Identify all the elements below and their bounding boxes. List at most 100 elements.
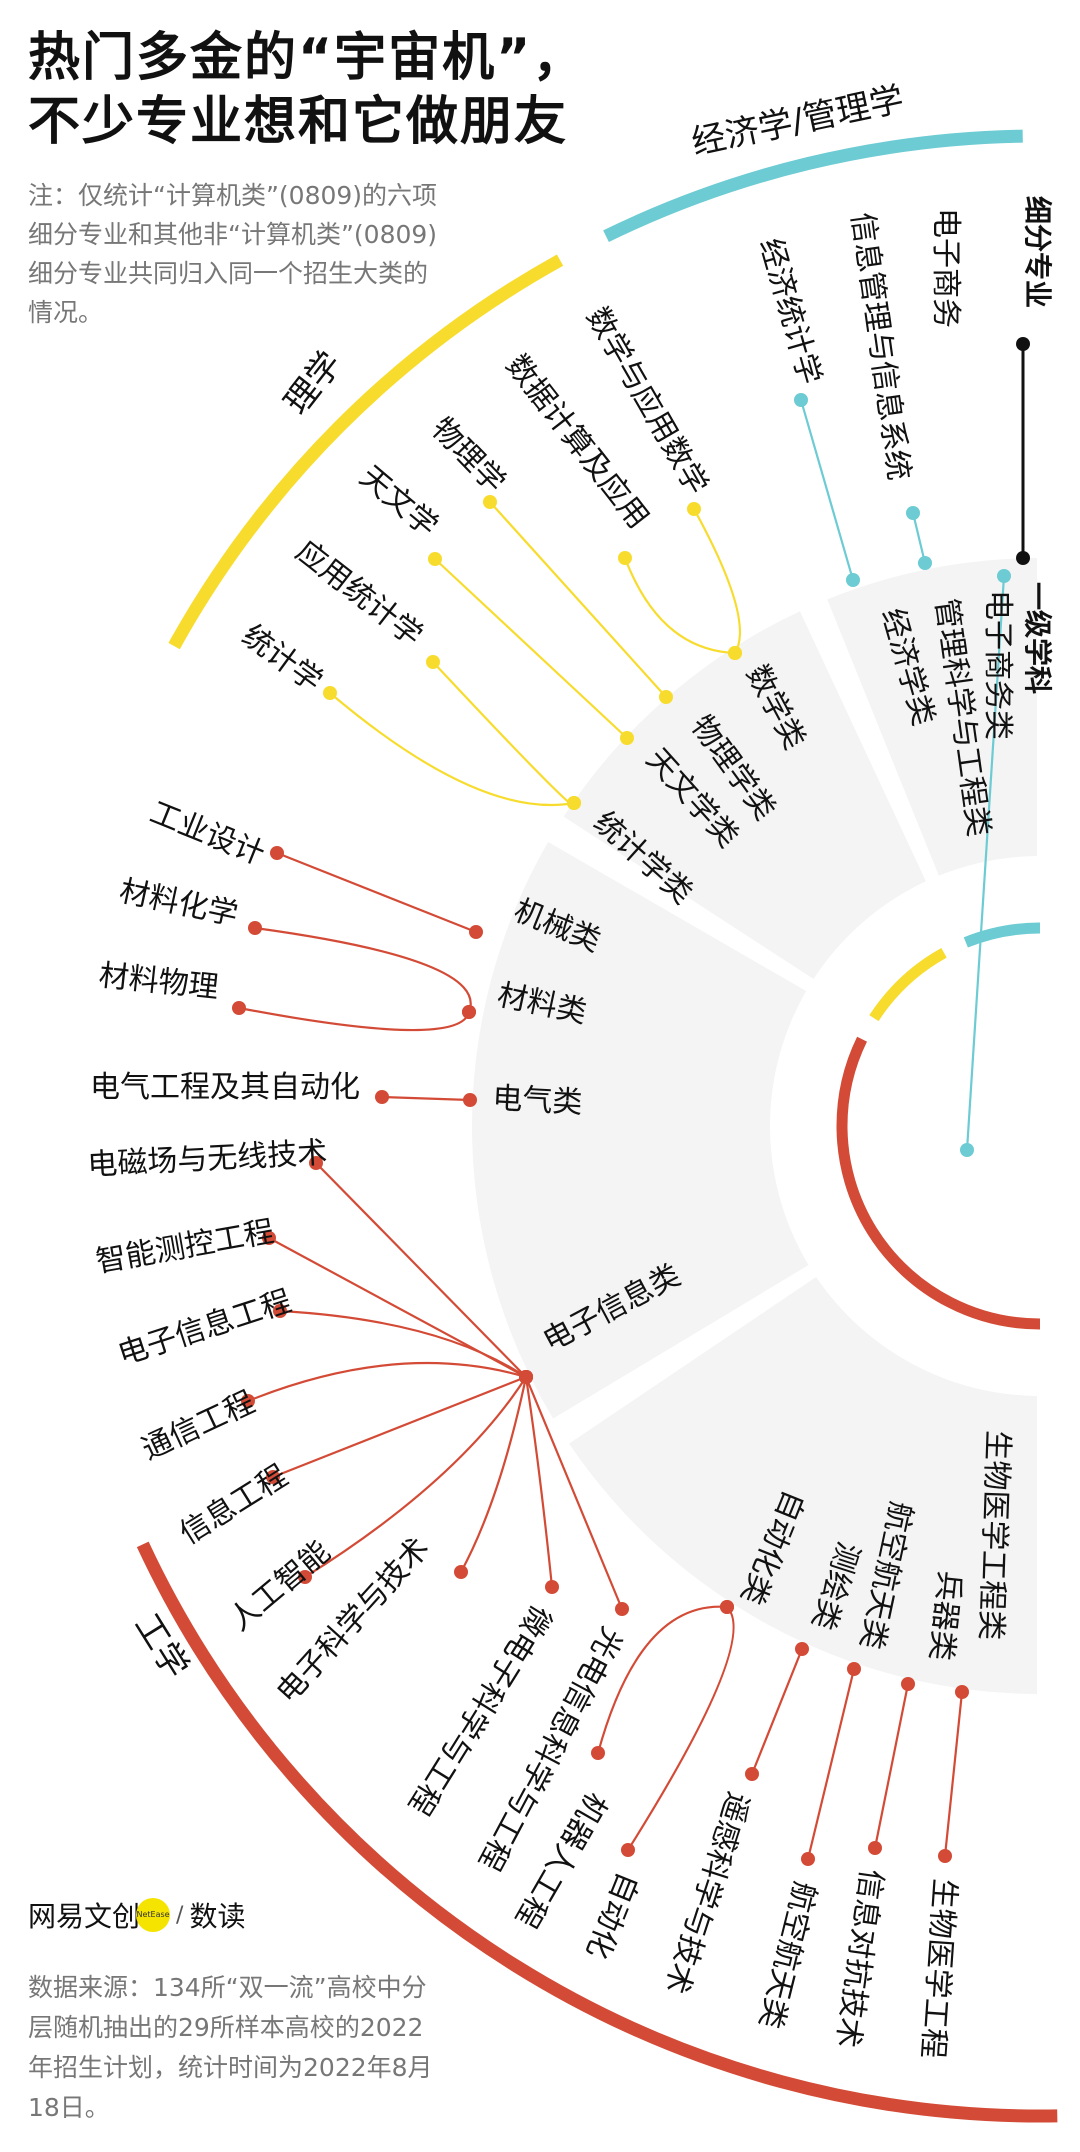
node-label: 天文学	[353, 459, 444, 544]
category-node-dot	[463, 1093, 477, 1107]
category-node-dot	[469, 925, 483, 939]
node-label: 材料化学	[116, 874, 241, 933]
major-node-dot	[801, 1852, 815, 1866]
discipline-label: 理学	[277, 344, 350, 422]
legend-top-label: 细分专业	[1021, 196, 1054, 308]
major-node-dot	[868, 1841, 882, 1855]
page-title: 热门多金的“宇宙机”， 不少专业想和它做朋友	[28, 26, 586, 154]
legend-dot-bottom	[1016, 551, 1030, 565]
major-node-dot	[483, 495, 497, 509]
link-line	[272, 1375, 527, 1479]
inner-ring-arc	[963, 922, 1041, 948]
link-line	[460, 1376, 528, 1573]
inner-ring-arc	[836, 1036, 1041, 1330]
category-node-dot	[567, 796, 581, 810]
discipline-inner-ring	[836, 922, 1041, 1330]
major-node-dot	[298, 1570, 312, 1584]
category-wedge	[569, 1276, 1037, 1694]
node-label: 电气工程及其自动化	[90, 1070, 360, 1105]
node-label: 人工智能	[223, 1534, 337, 1638]
link-line	[911, 512, 927, 564]
major-node-dot	[262, 1231, 276, 1245]
category-node-dot	[720, 1600, 734, 1614]
category-node-dot	[901, 1677, 915, 1691]
link-line	[623, 557, 736, 655]
major-node-dot	[745, 1767, 759, 1781]
category-node-dot	[846, 573, 860, 587]
node-label: 统计学	[235, 618, 328, 699]
major-node-dot	[906, 506, 920, 520]
link-line	[799, 399, 855, 581]
major-node-dot	[248, 921, 262, 935]
discipline-arc	[136, 1541, 1058, 2123]
link-line	[596, 1605, 728, 1754]
node-label: 经济统计学	[752, 235, 827, 389]
link-line	[434, 558, 628, 739]
node-label: 物理学	[424, 411, 512, 500]
node-label: 自动化	[579, 1867, 645, 1964]
major-node-dot	[687, 502, 701, 516]
link-line	[247, 1361, 527, 1403]
category-node-dot	[847, 1662, 861, 1676]
link-line	[627, 1606, 735, 1851]
link-line	[276, 851, 477, 934]
major-node-dot	[618, 551, 632, 565]
major-node-dot	[938, 1849, 952, 1863]
major-category-links	[232, 393, 1011, 1866]
discipline-arc	[603, 129, 1023, 243]
link-line	[279, 1309, 527, 1378]
link-line	[432, 661, 577, 808]
category-node-dot	[462, 1005, 476, 1019]
logo-main: 网易文创	[28, 1900, 141, 1933]
level-legend: 细分专业 一级学科	[1016, 196, 1054, 694]
category-node-dot	[659, 690, 673, 704]
major-node-dot	[545, 1580, 559, 1594]
category-wedge	[827, 558, 1037, 876]
category-node-dot	[955, 1685, 969, 1699]
node-label: 电子商务类	[980, 590, 1015, 740]
category-wedge	[471, 842, 809, 1419]
link-line	[873, 1683, 910, 1849]
major-node-dot	[997, 569, 1011, 583]
category-node-dot	[519, 1370, 533, 1384]
major-node-dot	[309, 1156, 323, 1170]
title-line-2: 不少专业想和它做朋友	[28, 92, 569, 152]
node-label: 航空航天类	[752, 1878, 822, 2032]
node-label: 电气类	[492, 1081, 584, 1121]
major-node-dot	[375, 1090, 389, 1104]
data-source-note: 数据来源：134所“双一流”高校中分层随机抽出的29所样本高校的2022年招生计…	[28, 1973, 433, 2122]
link-line	[524, 1376, 624, 1610]
node-label: 电磁场与无线技术	[87, 1135, 329, 1183]
node-label: 智能测控工程	[93, 1214, 276, 1280]
major-node-dot	[266, 1470, 280, 1484]
link-line	[304, 1376, 527, 1578]
logo-badge: NetEase	[136, 1898, 171, 1932]
node-label: 信息管理与信息系统	[844, 210, 916, 482]
category-node-dot	[918, 556, 932, 570]
major-node-dot	[591, 1746, 605, 1760]
link-line	[750, 1648, 804, 1775]
category-node-dot	[728, 646, 742, 660]
node-label: 工业设计	[145, 795, 269, 872]
chart-note: 注：仅统计“计算机类”(0809)的六项细分专业和其他非“计算机类”(0809)…	[28, 181, 438, 327]
link-line	[489, 501, 667, 698]
major-node-dot	[794, 393, 808, 407]
major-node-dot	[232, 1001, 246, 1015]
node-label: 信息工程	[174, 1459, 294, 1552]
node-label: 信息对抗技术	[829, 1867, 889, 2050]
category-node-dot	[960, 1143, 974, 1157]
link-line	[806, 1668, 856, 1860]
discipline-arc	[168, 254, 564, 650]
category-node-dot	[620, 731, 634, 745]
node-label: 材料物理	[97, 958, 220, 1005]
category-wedge	[563, 611, 926, 979]
node-label: 电子商务	[928, 208, 963, 328]
major-node-dot	[241, 1394, 255, 1408]
link-line	[381, 1095, 471, 1102]
link-line	[965, 575, 1006, 1151]
node-label: 遥感科学与技术	[657, 1788, 755, 1999]
link-line	[693, 508, 742, 654]
link-line	[329, 692, 575, 807]
node-label: 应用统计学	[289, 534, 429, 654]
link-line	[315, 1162, 527, 1378]
